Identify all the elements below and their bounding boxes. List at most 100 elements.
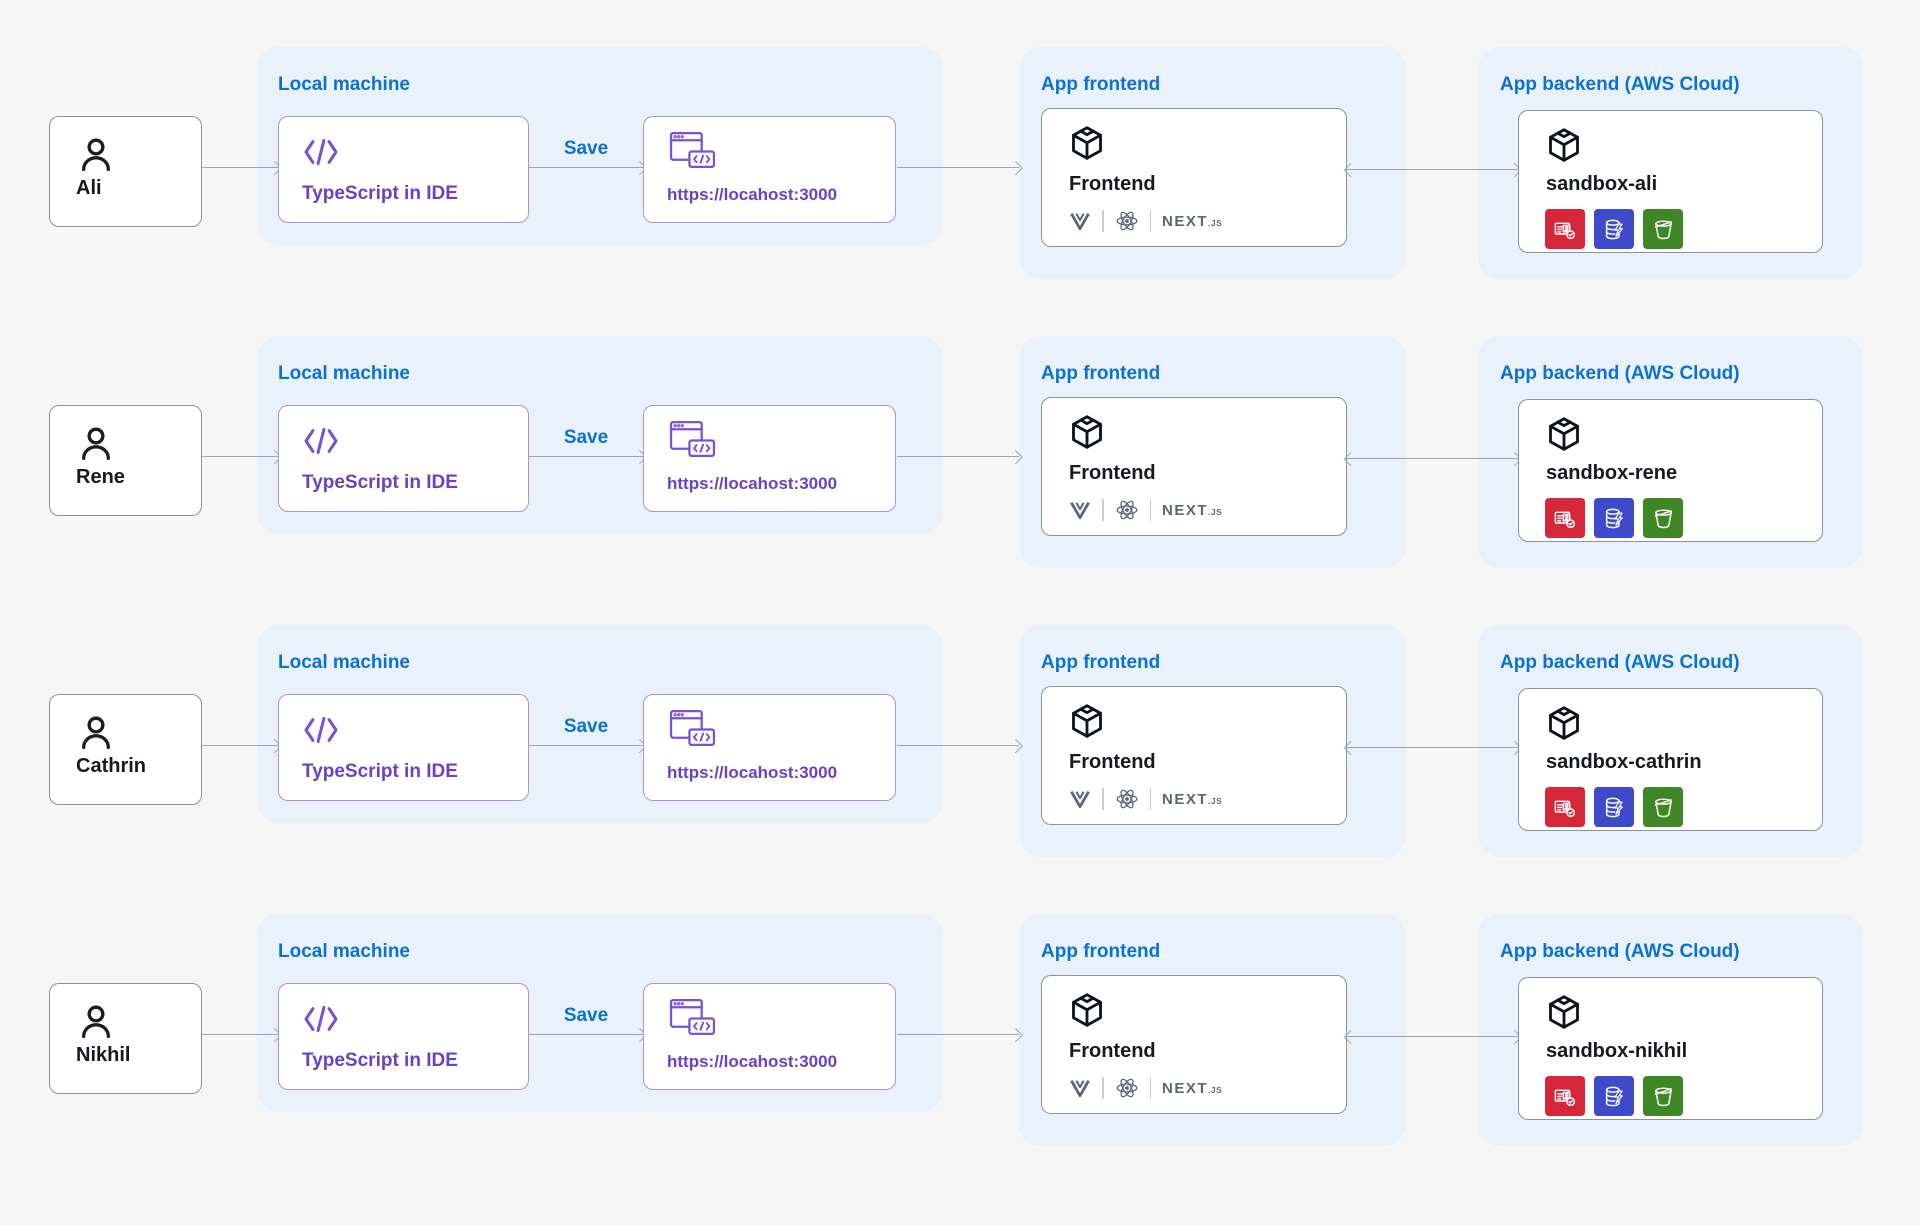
aws-s3-bucket-icon (1643, 209, 1683, 249)
save-label: Save (563, 1005, 609, 1026)
resource-cube-icon (1069, 992, 1105, 1028)
frontend-tech-stack: NEXT.JS (1069, 208, 1222, 234)
person-icon (76, 1002, 116, 1042)
sandbox-name: sandbox-cathrin (1546, 751, 1702, 773)
app-backend-header: App backend (AWS Cloud) (1500, 363, 1740, 384)
workflow-row: Local machine App frontend App backend (… (0, 625, 1920, 857)
arrow-person-to-ide (202, 745, 278, 746)
aws-cognito-icon (1545, 1076, 1585, 1116)
person-name: Rene (76, 466, 125, 488)
arrow-frontend-backend-sync (1347, 458, 1518, 459)
person-name: Ali (76, 177, 102, 199)
nextjs-wordmark: NEXT.JS (1162, 501, 1223, 519)
frontend-tech-stack: NEXT.JS (1069, 786, 1222, 812)
local-machine-header: Local machine (278, 941, 410, 962)
divider (1149, 788, 1151, 810)
app-frontend-header: App frontend (1041, 363, 1161, 384)
save-label: Save (563, 716, 609, 737)
aws-s3-bucket-icon (1643, 1076, 1683, 1116)
workflow-row: Local machine App frontend App backend (… (0, 914, 1920, 1146)
resource-cube-icon (1069, 414, 1105, 450)
browser-code-window-icon (669, 709, 716, 748)
local-machine-header: Local machine (278, 74, 410, 95)
workflow-row: Local machine App frontend App backend (… (0, 47, 1920, 279)
localhost-card: https://locahost:3000 (643, 694, 896, 801)
aws-dynamodb-icon (1594, 787, 1634, 827)
arrow-save (529, 1034, 643, 1035)
save-label: Save (563, 138, 609, 159)
react-icon (1115, 499, 1139, 521)
person-icon (76, 424, 116, 464)
aws-cognito-icon (1545, 498, 1585, 538)
resource-cube-icon (1546, 705, 1582, 741)
code-brackets-icon (301, 1004, 341, 1034)
browser-code-window-icon (669, 420, 716, 459)
app-backend-header: App backend (AWS Cloud) (1500, 652, 1740, 673)
ide-label: TypeScript in IDE (302, 761, 458, 782)
app-backend-header: App backend (AWS Cloud) (1500, 941, 1740, 962)
aws-s3-bucket-icon (1643, 787, 1683, 827)
arrow-save (529, 167, 643, 168)
frontend-card: Frontend (1041, 975, 1347, 1114)
person-card: Rene (49, 405, 202, 516)
arrow-person-to-ide (202, 167, 278, 168)
ide-card: TypeScript in IDE (278, 983, 529, 1090)
save-label: Save (563, 427, 609, 448)
aws-s3-bucket-icon (1643, 498, 1683, 538)
arrow-frontend-backend-sync (1347, 747, 1518, 748)
frontend-label: Frontend (1069, 462, 1156, 484)
person-icon (76, 135, 116, 175)
divider (1102, 1077, 1104, 1099)
vue-icon (1069, 211, 1091, 231)
localhost-url-label: https://locahost:3000 (667, 474, 838, 493)
aws-cognito-icon (1545, 787, 1585, 827)
app-frontend-header: App frontend (1041, 74, 1161, 95)
person-card: Cathrin (49, 694, 202, 805)
backend-services (1545, 787, 1683, 827)
frontend-card: Frontend (1041, 108, 1347, 247)
vue-icon (1069, 789, 1091, 809)
vue-icon (1069, 1078, 1091, 1098)
nextjs-wordmark: NEXT.JS (1162, 1079, 1223, 1097)
backend-services (1545, 498, 1683, 538)
localhost-card: https://locahost:3000 (643, 405, 896, 512)
person-name: Nikhil (76, 1044, 131, 1066)
person-card: Nikhil (49, 983, 202, 1094)
frontend-label: Frontend (1069, 1040, 1156, 1062)
local-machine-header: Local machine (278, 652, 410, 673)
divider (1149, 210, 1151, 232)
local-machine-header: Local machine (278, 363, 410, 384)
resource-cube-icon (1546, 127, 1582, 163)
code-brackets-icon (301, 137, 341, 167)
sandbox-name: sandbox-nikhil (1546, 1040, 1688, 1062)
divider (1102, 788, 1104, 810)
divider (1102, 499, 1104, 521)
browser-code-window-icon (669, 131, 716, 170)
localhost-url-label: https://locahost:3000 (667, 763, 838, 782)
backend-card: sandbox-rene (1518, 399, 1823, 542)
react-icon (1115, 788, 1139, 810)
aws-cognito-icon (1545, 209, 1585, 249)
frontend-label: Frontend (1069, 751, 1156, 773)
resource-cube-icon (1069, 703, 1105, 739)
frontend-tech-stack: NEXT.JS (1069, 497, 1222, 523)
app-backend-header: App backend (AWS Cloud) (1500, 74, 1740, 95)
frontend-label: Frontend (1069, 173, 1156, 195)
frontend-card: Frontend (1041, 397, 1347, 536)
workflow-row: Local machine App frontend App backend (… (0, 336, 1920, 568)
ide-card: TypeScript in IDE (278, 405, 529, 512)
ide-label: TypeScript in IDE (302, 1050, 458, 1071)
aws-dynamodb-icon (1594, 1076, 1634, 1116)
browser-code-window-icon (669, 998, 716, 1037)
arrow-person-to-ide (202, 1034, 278, 1035)
react-icon (1115, 210, 1139, 232)
ide-label: TypeScript in IDE (302, 472, 458, 493)
arrow-person-to-ide (202, 456, 278, 457)
backend-card: sandbox-ali (1518, 110, 1823, 253)
react-icon (1115, 1077, 1139, 1099)
aws-dynamodb-icon (1594, 498, 1634, 538)
ide-label: TypeScript in IDE (302, 183, 458, 204)
localhost-card: https://locahost:3000 (643, 983, 896, 1090)
divider (1149, 1077, 1151, 1099)
